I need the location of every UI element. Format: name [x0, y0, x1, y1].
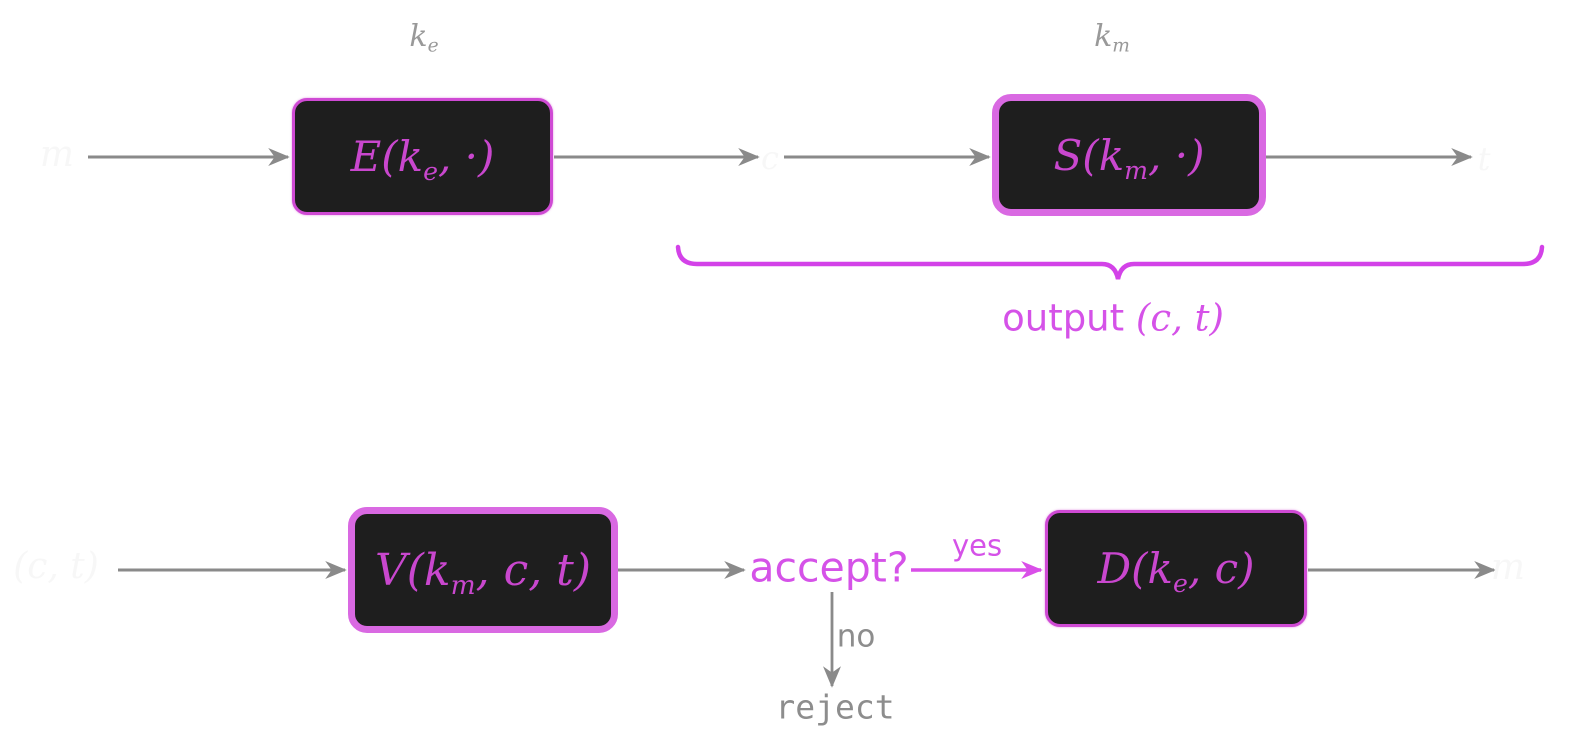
verify-function-box: V(km, c, t) — [348, 507, 618, 633]
yes-branch-label: yes — [951, 528, 1003, 563]
output-tuple-label: output (c, t) — [1002, 296, 1224, 340]
mac-sign-function-label: S(km, ·) — [1053, 130, 1205, 185]
reject-label: reject — [775, 687, 895, 727]
key-e-label: ke — [409, 19, 439, 57]
ciphertext-label: c — [761, 139, 779, 177]
verify-function-label: V(km, c, t) — [374, 544, 592, 601]
accept-decision-label: accept? — [749, 543, 909, 592]
ct-input-label: (c, t) — [13, 546, 99, 587]
output-underbrace — [675, 244, 1545, 280]
no-branch-label: no — [836, 618, 876, 655]
encrypt-function-label: E(ke, ·) — [350, 132, 495, 186]
encrypt-function-box: E(ke, ·) — [292, 98, 553, 215]
mac-sign-function-box: S(km, ·) — [992, 94, 1266, 216]
decrypt-function-label: D(ke, c) — [1097, 544, 1255, 598]
key-m-label: km — [1094, 19, 1130, 57]
tag-label: t — [1477, 140, 1491, 178]
decrypt-function-box: D(ke, c) — [1045, 510, 1307, 627]
message-output-label: m — [1490, 547, 1526, 588]
message-input-label: m — [39, 134, 75, 175]
